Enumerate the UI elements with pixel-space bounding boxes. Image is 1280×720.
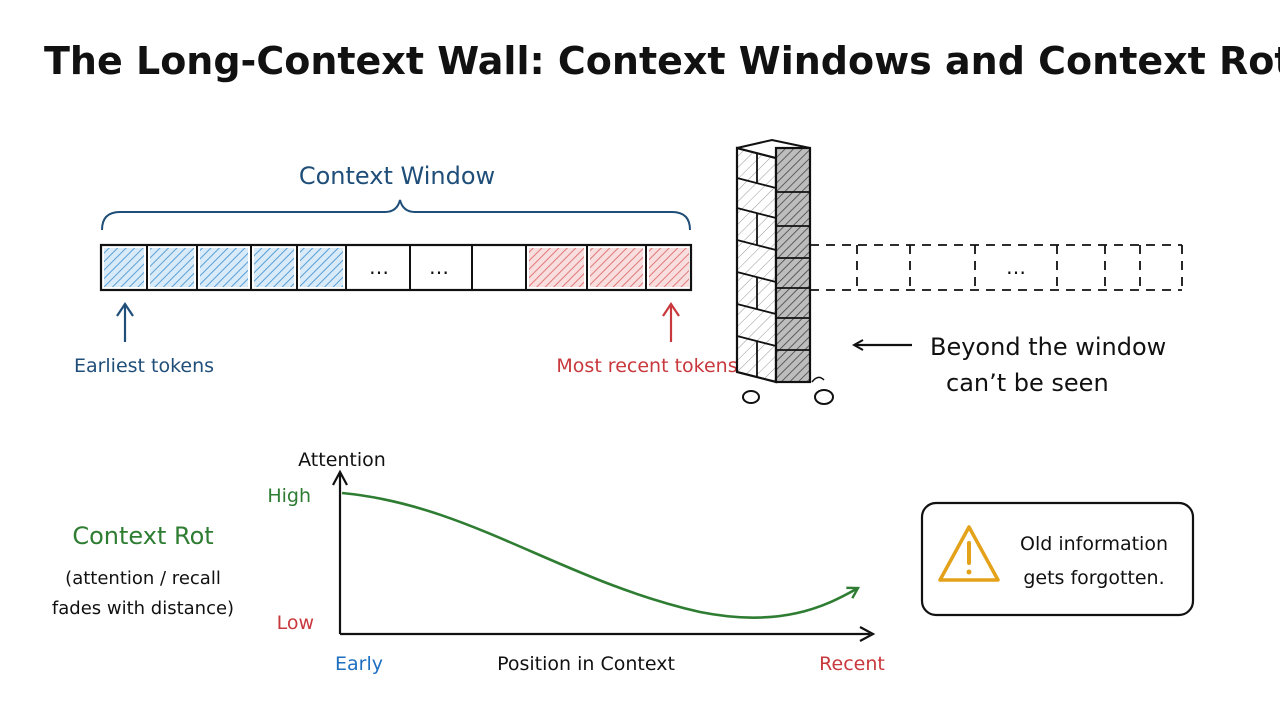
token-early-3	[200, 248, 248, 287]
y-high-label: High	[267, 485, 311, 507]
y-low-label: Low	[277, 612, 314, 634]
token-recent-3	[649, 248, 689, 287]
token-early-5	[300, 248, 343, 287]
warning-box: Old information gets forgotten.	[920, 501, 1195, 617]
warning-text-line2: gets forgotten.	[1023, 567, 1164, 589]
context-rot-desc-line2: fades with distance)	[52, 598, 234, 619]
x-recent-label: Recent	[819, 653, 885, 675]
token-early-1	[104, 248, 144, 287]
hidden-token-ellipsis: …	[1006, 255, 1026, 279]
warning-text-line1: Old information	[1020, 533, 1168, 555]
earliest-tokens-label: Earliest tokens	[74, 355, 214, 377]
context-window-label: Context Window	[299, 162, 495, 190]
x-axis-label: Position in Context	[497, 653, 675, 675]
context-rot-desc-line1: (attention / recall	[65, 568, 221, 589]
context-rot-title: Context Rot	[72, 522, 213, 550]
token-recent-1	[529, 248, 584, 287]
token-early-2	[150, 248, 194, 287]
attention-chart: Attention High Low Early Position in Con…	[267, 449, 885, 675]
beyond-window-line1: Beyond the window	[930, 333, 1166, 361]
hidden-tokens	[810, 244, 1183, 291]
y-axis-label: Attention	[298, 449, 386, 471]
context-wall	[735, 138, 834, 405]
most-recent-tokens-label: Most recent tokens	[556, 355, 737, 377]
warning-icon	[938, 525, 1000, 582]
context-window-brace	[101, 199, 691, 231]
token-ellipsis-2: …	[429, 255, 449, 279]
token-recent-2	[590, 248, 643, 287]
beyond-window-line2: can’t be seen	[946, 369, 1109, 397]
x-early-label: Early	[335, 653, 383, 675]
token-ellipsis-1: …	[369, 255, 389, 279]
token-strip: … …	[99, 243, 693, 292]
attention-curve	[341, 491, 858, 619]
token-early-4	[254, 248, 294, 287]
token-strip-border	[99, 243, 693, 292]
page-title: The Long-Context Wall: Context Windows a…	[44, 39, 1280, 83]
